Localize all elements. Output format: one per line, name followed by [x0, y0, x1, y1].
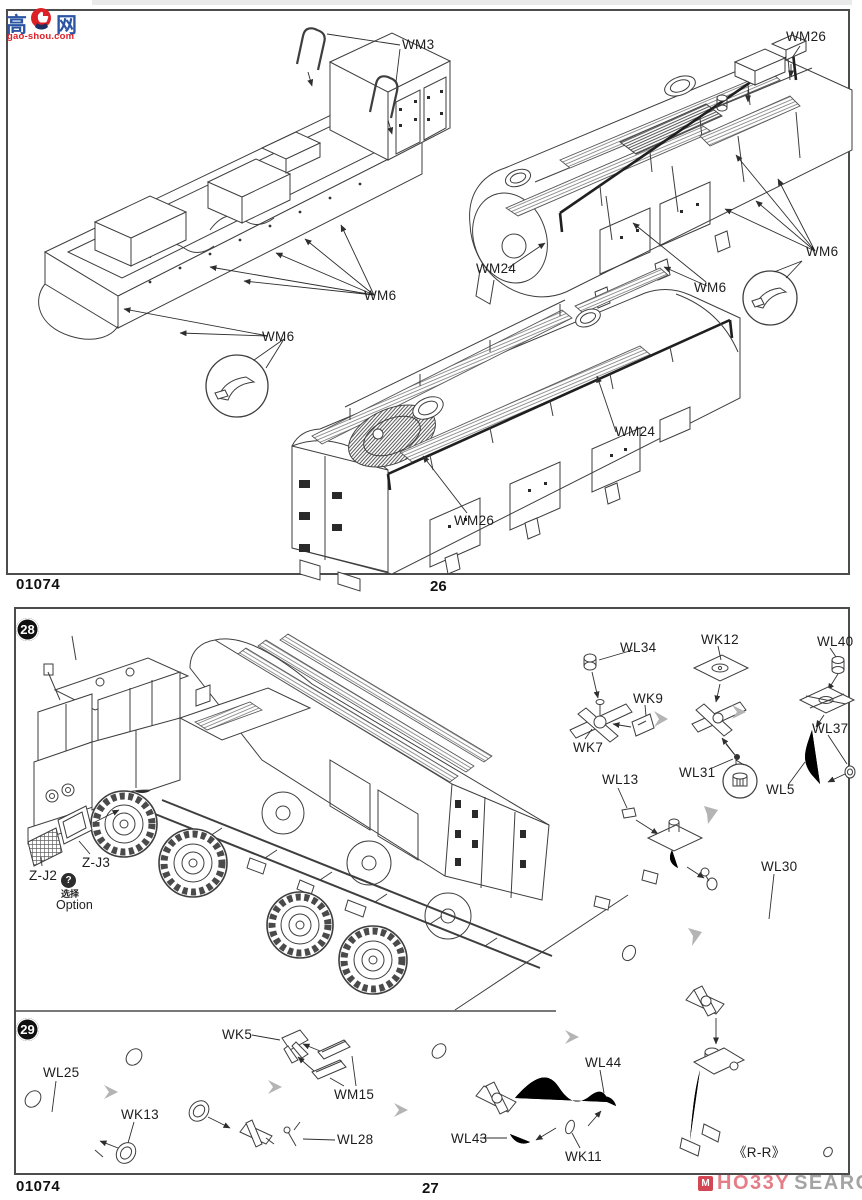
handle-detail-callout: [205, 338, 285, 418]
part-label-wl44: WL44: [585, 1055, 622, 1070]
part-label-wm6-d: WM6: [806, 244, 839, 259]
step-badge-28: 28: [16, 618, 39, 641]
part-label-wm6-b: WM6: [262, 329, 295, 344]
kit-number-page26: 01074: [16, 576, 61, 593]
part-label-wm15: WM15: [334, 1087, 375, 1102]
part-label-wm6-c: WM6: [694, 280, 727, 295]
part-label-wl28: WL28: [337, 1132, 374, 1147]
part-label-zj2: Z-J2: [29, 868, 58, 883]
gaoshou-char-right: 网: [56, 14, 77, 37]
outrigger-parts-sequence: [569, 645, 856, 1045]
part-label-wk5: WK5: [222, 1027, 253, 1042]
part-label-wl34: WL34: [620, 640, 657, 655]
truck-assembly-diagram: [27, 633, 629, 1011]
jack-final-assembly: [679, 1047, 833, 1158]
step-badge-29: 29: [16, 1018, 39, 1041]
hobby-search-brand: HO33Y: [717, 1172, 791, 1194]
part-label-wl30: WL30: [761, 859, 798, 874]
option-label-en: Option: [56, 898, 93, 912]
part-label-wm26-top: WM26: [786, 29, 827, 44]
hobby-search-logo-icon: M: [698, 1176, 713, 1191]
hull-tray-diagram: [38, 27, 452, 418]
option-question-icon: ?: [61, 873, 76, 888]
kit-number-page27: 01074: [16, 1178, 61, 1195]
container-rear-diagram: [291, 267, 741, 592]
gaoshou-char-left: 高: [6, 14, 27, 37]
part-label-wl13: WL13: [602, 772, 639, 787]
page-number-26: 26: [430, 578, 447, 595]
part-label-wm3: WM3: [402, 37, 435, 52]
page-number-27: 27: [422, 1180, 439, 1197]
part-label-wk12: WK12: [701, 632, 739, 647]
option-label-cn: 选择: [61, 889, 80, 899]
part-label-wl31: WL31: [679, 765, 716, 780]
gaoshou-thumb-icon: [31, 8, 51, 30]
container-roof-diagram: [469, 34, 853, 326]
part-label-wl25: WL25: [43, 1065, 80, 1080]
part-label-wk9: WK9: [633, 691, 664, 706]
handle-detail-callout-2: [742, 260, 803, 326]
part-label-zj3: Z-J3: [82, 855, 111, 870]
part-label-wm24-mid: WM24: [615, 424, 656, 439]
page27-frame: [14, 607, 850, 1175]
view-label-rr: 《R-R》: [733, 1145, 786, 1160]
knob-detail-callout: [722, 759, 758, 799]
part-label-wm24-top: WM24: [476, 261, 517, 276]
page26-frame: [6, 9, 850, 575]
part-label-wl37: WL37: [812, 721, 849, 736]
part-label-wl43: WL43: [451, 1131, 488, 1146]
gaoshou-watermark: 高 网 gao-shou.com: [6, 7, 96, 47]
hobby-search-watermark: M HO33Y SEARCH: [698, 1172, 862, 1195]
part-label-wm26-mid: WM26: [454, 513, 495, 528]
wheels: [90, 790, 408, 995]
part-label-wm6-a: WM6: [364, 288, 397, 303]
gaoshou-domain: gao-shou.com: [7, 31, 75, 42]
part-label-wl40: WL40: [817, 634, 854, 649]
scan-artifact: [92, 0, 852, 5]
part-label-wk13: WK13: [121, 1107, 159, 1122]
hobby-search-suffix: SEARCH: [794, 1172, 862, 1194]
part-label-wk11: WK11: [565, 1149, 602, 1164]
part-label-wl5: WL5: [766, 782, 795, 797]
part-label-wk7: WK7: [573, 740, 604, 755]
probe-parts-sequence: [24, 1029, 616, 1164]
